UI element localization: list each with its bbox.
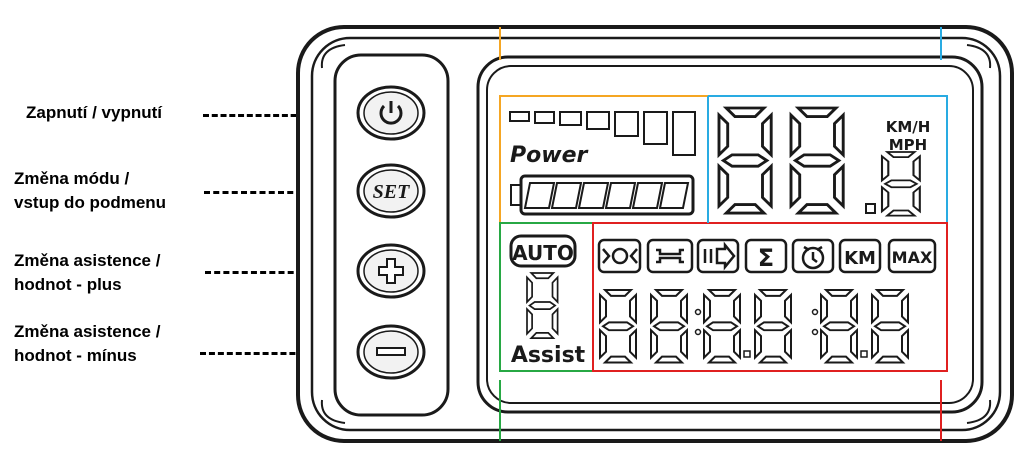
speed-digits	[717, 106, 921, 217]
callout-plus: Změna asistence / hodnot - plus	[14, 249, 160, 297]
minus-icon	[376, 347, 406, 356]
leader-line-power	[203, 114, 358, 117]
power-level-bars	[509, 111, 696, 156]
speed-zone-outline	[708, 95, 948, 223]
walk-assist-icon	[696, 238, 740, 274]
unit-kmh: KM/H	[886, 118, 931, 136]
lcd-frame-inner	[486, 65, 974, 404]
auto-badge	[509, 234, 577, 268]
plus-button[interactable]	[356, 243, 426, 299]
km-icon: KM	[838, 238, 882, 274]
power-icon	[379, 101, 403, 125]
leader-line-plus	[205, 271, 358, 274]
callout-minus-line1: Změna asistence /	[14, 322, 161, 341]
callout-minus: Změna asistence / hodnot - mínus	[14, 320, 160, 368]
device-housing-inner	[310, 36, 1002, 432]
light-icon	[597, 238, 642, 274]
callout-mode-line1: Změna módu /	[14, 169, 130, 188]
wrench-icon	[646, 238, 694, 274]
callout-minus-line2: hodnot - mínus	[14, 346, 137, 365]
decimal-dot	[743, 350, 751, 358]
max-label: MAX	[892, 248, 933, 267]
sigma-glyph: Σ	[758, 244, 774, 272]
decimal-dot	[860, 350, 868, 358]
leader-line-set	[204, 191, 358, 194]
colon-dot	[811, 308, 819, 316]
colon-dot	[811, 328, 819, 336]
battery-icon	[510, 174, 695, 216]
power-button[interactable]	[356, 85, 426, 141]
info-icon-row: Σ KM MAX	[597, 238, 937, 274]
leader-line-minus	[200, 352, 358, 355]
assist-label: Assist	[511, 343, 586, 368]
callout-power-text: Zapnutí / vypnutí	[26, 103, 162, 122]
callout-power: Zapnutí / vypnutí	[26, 101, 162, 125]
power-zone-outline	[499, 95, 708, 223]
minus-button[interactable]	[356, 324, 426, 380]
info-digits	[599, 289, 909, 364]
callout-mode-line2: vstup do podmenu	[14, 193, 167, 212]
auto-label: AUTO	[512, 241, 574, 265]
set-button[interactable]: SET	[356, 163, 426, 219]
button-panel	[333, 53, 450, 417]
speed-decimal-point	[865, 203, 876, 214]
km-label: KM	[844, 248, 876, 269]
info-zone-outline	[592, 222, 948, 372]
set-button-label: SET	[373, 181, 410, 203]
timer-icon	[791, 238, 835, 274]
plus-icon	[378, 258, 404, 284]
colon-dot	[694, 308, 702, 316]
lcd-frame	[476, 55, 984, 414]
callout-plus-line1: Změna asistence /	[14, 251, 161, 270]
power-label: Power	[510, 143, 588, 168]
max-icon: MAX	[887, 238, 937, 274]
callout-plus-line2: hodnot - plus	[14, 275, 122, 294]
colon-dot	[694, 328, 702, 336]
callout-mode: Změna módu / vstup do podmenu	[14, 167, 166, 215]
unit-mph: MPH	[889, 136, 927, 154]
total-distance-icon: Σ	[744, 238, 788, 274]
